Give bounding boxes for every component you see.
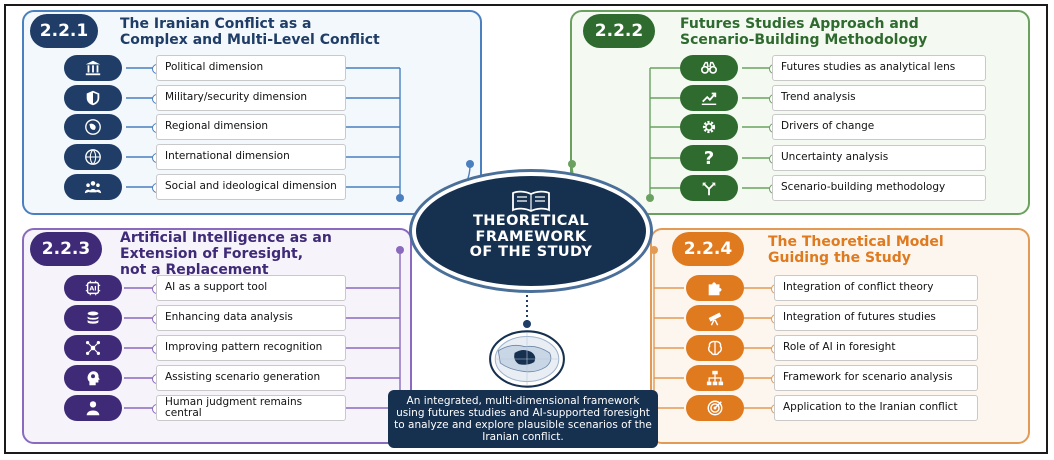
- center-title-line: FRAMEWORK: [475, 228, 587, 245]
- head-gear-icon: [64, 365, 122, 391]
- list-item: Scenario-building methodology: [772, 175, 986, 201]
- list-item: Regional dimension: [156, 114, 346, 140]
- center-title: THEORETICAL FRAMEWORK OF THE STUDY: [416, 213, 646, 261]
- list-item: Uncertainty analysis: [772, 145, 986, 171]
- database-icon: [64, 305, 122, 331]
- list-item: International dimension: [156, 144, 346, 170]
- section-title-line: not a Replacement: [120, 262, 269, 278]
- globe-map-icon: [489, 330, 565, 388]
- list-item: Application to the Iranian conflict: [774, 395, 978, 421]
- section-title-line: The Theoretical Model: [768, 234, 944, 250]
- connector-dot: [568, 160, 576, 168]
- open-book-icon: [512, 190, 550, 212]
- section-title: Futures Studies Approach and Scenario-Bu…: [680, 16, 927, 48]
- list-item: Assisting scenario generation: [156, 365, 346, 391]
- section-title-line: Futures Studies Approach and: [680, 16, 919, 32]
- binoculars-icon: [680, 55, 738, 81]
- section-title-line: The Iranian Conflict as a: [120, 16, 312, 32]
- list-item: Integration of conflict theory: [774, 275, 978, 301]
- government-building-icon: [64, 55, 122, 81]
- list-item: Social and ideological dimension: [156, 174, 346, 200]
- list-item: Integration of futures studies: [774, 305, 978, 331]
- trend-chart-icon: [680, 85, 738, 111]
- section-number-badge: 2.2.4: [672, 232, 744, 266]
- section-title-line: Guiding the Study: [768, 250, 911, 266]
- connector-dot: [523, 320, 531, 328]
- branching-arrows-icon: [680, 175, 738, 201]
- regional-map-icon: [64, 114, 122, 140]
- list-item: Human judgment remains central: [156, 395, 346, 421]
- list-item: Drivers of change: [772, 114, 986, 140]
- framework-summary-box: An integrated, multi-dimensional framewo…: [388, 390, 658, 448]
- section-title-line: Artificial Intelligence as an: [120, 230, 332, 246]
- section-number-badge: 2.2.3: [30, 232, 102, 266]
- list-item: Military/security dimension: [156, 85, 346, 111]
- puzzle-icon: [686, 275, 744, 301]
- section-title-line: Scenario-Building Methodology: [680, 32, 928, 48]
- connector-dot: [396, 246, 404, 254]
- target-icon: [686, 395, 744, 421]
- list-item: Improving pattern recognition: [156, 335, 346, 361]
- gear-icon: [680, 114, 738, 140]
- question-mark-icon: ?: [680, 145, 738, 171]
- section-title: Artificial Intelligence as an Extension …: [120, 230, 332, 278]
- center-title-line: OF THE STUDY: [469, 244, 593, 260]
- network-pattern-icon: [64, 335, 122, 361]
- center-theoretical-framework: THEORETICAL FRAMEWORK OF THE STUDY: [412, 172, 650, 290]
- connector-dot: [646, 194, 654, 202]
- section-number-badge: 2.2.1: [30, 14, 98, 48]
- connector-dot: [396, 194, 404, 202]
- ai-chip-icon: AI: [64, 275, 122, 301]
- shield-icon: [64, 85, 122, 111]
- people-group-icon: [64, 174, 122, 200]
- list-item: Framework for scenario analysis: [774, 365, 978, 391]
- list-item: Role of AI in foresight: [774, 335, 978, 361]
- section-title-line: Complex and Multi-Level Conflict: [120, 32, 380, 48]
- hierarchy-icon: [686, 365, 744, 391]
- telescope-icon: [686, 305, 744, 331]
- list-item: Enhancing data analysis: [156, 305, 346, 331]
- list-item: Trend analysis: [772, 85, 986, 111]
- section-title: The Theoretical Model Guiding the Study: [768, 234, 944, 266]
- person-icon: [64, 395, 122, 421]
- svg-text:AI: AI: [89, 286, 96, 293]
- list-item: Political dimension: [156, 55, 346, 81]
- section-title: The Iranian Conflict as a Complex and Mu…: [120, 16, 380, 48]
- list-item: AI as a support tool: [156, 275, 346, 301]
- connector-dot: [650, 246, 658, 254]
- connector-dot: [466, 160, 474, 168]
- center-title-line: THEORETICAL: [472, 213, 590, 229]
- brain-icon: [686, 335, 744, 361]
- globe-icon: [64, 144, 122, 170]
- outer-frame: [4, 4, 1048, 454]
- section-number-badge: 2.2.2: [583, 14, 655, 48]
- section-title-line: Extension of Foresight,: [120, 246, 304, 262]
- list-item: Futures studies as analytical lens: [772, 55, 986, 81]
